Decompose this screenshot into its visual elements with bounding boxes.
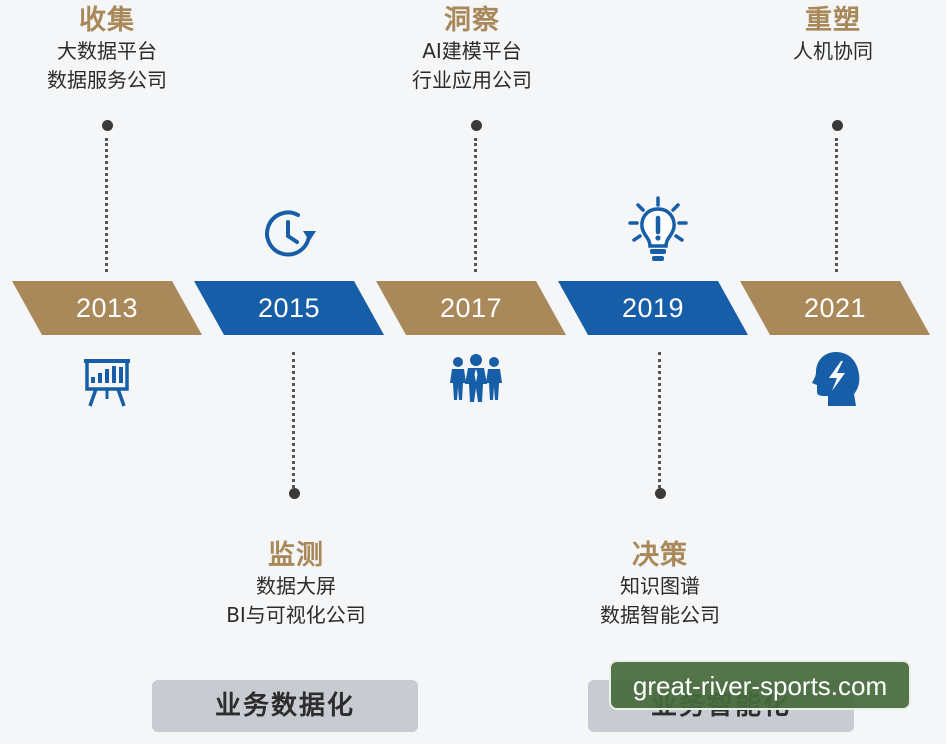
milestone-2021-line-1: 人机协同 bbox=[793, 39, 873, 63]
clock-refresh-icon bbox=[260, 205, 318, 265]
year-label-2013: 2013 bbox=[75, 293, 139, 323]
milestone-2017-connector bbox=[474, 138, 477, 272]
milestone-2021-title: 重塑 bbox=[805, 5, 861, 36]
milestone-2019-line-2: 数据智能公司 bbox=[600, 603, 720, 627]
milestone-2015-line-2: BI与可视化公司 bbox=[226, 603, 366, 627]
milestone-2015-line-1: 数据大屏 bbox=[256, 574, 336, 598]
watermark-badge: great-river-sports.com bbox=[609, 660, 911, 710]
team-people-icon bbox=[448, 352, 504, 408]
milestone-2013-connector bbox=[105, 138, 108, 272]
milestone-2019-title: 决策 bbox=[632, 540, 688, 571]
milestone-2013-line-1: 大数据平台 bbox=[57, 39, 157, 63]
milestone-2017-title: 洞察 bbox=[444, 5, 500, 36]
milestone-2015-dot bbox=[289, 488, 300, 499]
year-label-2015: 2015 bbox=[257, 293, 321, 323]
milestone-2019-connector bbox=[658, 352, 661, 488]
milestone-2017-line-1: AI建模平台 bbox=[422, 39, 522, 63]
milestone-2019-caption: 决策 知识图谱 数据智能公司 bbox=[550, 540, 770, 630]
year-label-2021: 2021 bbox=[803, 293, 867, 323]
milestone-2015-connector bbox=[292, 352, 295, 488]
year-ribbon-2021: 2021 bbox=[740, 281, 930, 335]
year-label-2017: 2017 bbox=[439, 293, 503, 323]
milestone-2021-caption: 重塑 人机协同 bbox=[723, 5, 943, 66]
head-lightning-icon bbox=[812, 350, 860, 412]
year-ribbon-2017: 2017 bbox=[376, 281, 566, 335]
milestone-2015-title: 监测 bbox=[268, 540, 324, 571]
milestone-2013-caption: 收集 大数据平台 数据服务公司 bbox=[0, 5, 217, 95]
presentation-chart-icon bbox=[82, 355, 132, 413]
year-ribbon-2013: 2013 bbox=[12, 281, 202, 335]
year-ribbon-2015: 2015 bbox=[194, 281, 384, 335]
year-label-2019: 2019 bbox=[621, 293, 685, 323]
milestone-2013-title: 收集 bbox=[79, 5, 135, 36]
milestone-2019-dot bbox=[655, 488, 666, 499]
milestone-2013-line-2: 数据服务公司 bbox=[47, 68, 167, 92]
milestone-2017-caption: 洞察 AI建模平台 行业应用公司 bbox=[362, 5, 582, 95]
milestone-2017-dot bbox=[471, 120, 482, 131]
milestone-2021-connector bbox=[835, 138, 838, 272]
lightbulb-icon bbox=[626, 196, 690, 268]
year-ribbon-2019: 2019 bbox=[558, 281, 748, 335]
phase-box-business-datafication: 业务数据化 bbox=[152, 680, 418, 732]
milestone-2013-dot bbox=[102, 120, 113, 131]
milestone-2017-line-2: 行业应用公司 bbox=[412, 68, 532, 92]
milestone-2021-dot bbox=[832, 120, 843, 131]
milestone-2015-caption: 监测 数据大屏 BI与可视化公司 bbox=[186, 540, 406, 630]
milestone-2019-line-1: 知识图谱 bbox=[620, 574, 700, 598]
